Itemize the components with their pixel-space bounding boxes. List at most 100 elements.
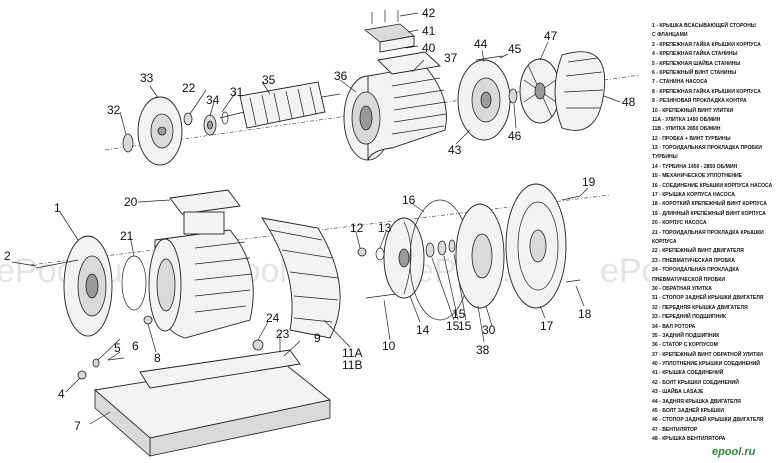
legend-item: 14 - ТУРБИНА 1450 - 2850 ОБ/МИН <box>652 163 738 170</box>
legend-item: 48 - КРЫШКА ВЕНТИЛЯТОРА <box>652 436 726 443</box>
part-30-inner <box>471 233 493 279</box>
part-15-seal <box>425 242 435 258</box>
legend-item: КОРПУСА <box>652 238 677 245</box>
callout-15: 15 <box>452 307 466 321</box>
part-20-pump-body <box>148 189 254 339</box>
legend-item: ПНЕВМАТИЧЕСКОЙ ПРОБКИ <box>652 276 726 283</box>
callout-9: 9 <box>314 331 321 345</box>
callout-12: 12 <box>350 221 364 235</box>
callout-13: 13 <box>378 221 392 235</box>
legend-item: 33 - ПЕРЕДНИЙ ПОДШИПНИК <box>652 314 727 321</box>
legend-item: 31 - СТОПОР ЗАДНЕЙ КРЫШКИ ДВИГАТЕЛЯ <box>652 295 764 302</box>
callout-15: 15 <box>446 319 460 333</box>
legend-item: 8 - КРЕПЕЖНАЯ ГАЙКА КРЫШКИ КОРПУСА <box>652 88 761 95</box>
legend-item: 11B - УЛИТКА 2850 ОБ/МИН <box>652 126 721 133</box>
legend-item: 2 - КРЕПЕЖНАЯ ГАЙКА КРЫШКИ КОРПУСА <box>652 41 761 48</box>
watermark-text: ePool.ru <box>600 252 650 290</box>
callout-4: 4 <box>58 387 65 401</box>
legend-item: 15 - МЕХАНИЧЕСКОЕ УПЛОТНЕНИЕ <box>652 173 743 180</box>
part-10-screw <box>365 293 397 299</box>
callout-32: 32 <box>107 103 121 117</box>
legend-item: 41 - КРЫШКА СОЕДИНЕНИЙ <box>652 370 724 377</box>
part-32-ring <box>122 133 134 153</box>
part-13-oring <box>375 247 385 261</box>
part-12-plug <box>357 247 367 257</box>
parts-legend: 1 - КРЫШКА ВСАСЫВАЮЩЕЙ СТОРОНЫ С ФЛАНЦАМИ… <box>652 22 778 445</box>
legend-item: 30 - ОБРАТНАЯ УЛИТКА <box>652 285 712 292</box>
legend-item: 17 - КРЫШКА КОРПУСА НАСОСА <box>652 192 735 199</box>
callout-40: 40 <box>422 41 436 55</box>
pump-exploded-drawing: ePool.ru ePool.ru ePool.ru ePool.ru <box>0 6 650 457</box>
part-5-washer <box>92 358 100 368</box>
callout-11b: 11B <box>342 358 362 372</box>
callout-labels: 1 2 4 5 6 7 8 9 10 11A 11B 12 13 14 15 1… <box>4 6 636 433</box>
legend-item: 22 - КРЕПЕЖНЫЙ ВИНТ ДВИГАТЕЛЯ <box>652 248 744 255</box>
legend-item: 16 - СОЕДИНЕНИЕ КРЫШКИ КОРПУСА НАСОСА <box>652 182 773 189</box>
legend-item: 44 - ЗАДНЯЯ КРЫШКА ДВИГАТЕЛЯ <box>652 398 741 405</box>
callout-23: 23 <box>276 327 290 341</box>
callout-10: 10 <box>382 339 396 353</box>
legend-item: 35 - ЗАДНИЙ ПОДШИПНИК <box>652 332 720 339</box>
legend-item: 4 - КРЕПЕЖНАЯ ГАЙКА СТАНИНЫ <box>652 51 738 58</box>
callout-47: 47 <box>544 29 558 43</box>
legend-item: 10 - КРЕПЕЖНЫЙ ВИНТ УЛИТКИ <box>652 107 734 114</box>
callout-11a: 11A <box>342 346 362 360</box>
callout-7: 7 <box>74 419 81 433</box>
callout-30: 30 <box>482 323 496 337</box>
part-14-impeller <box>383 217 425 299</box>
callout-41: 41 <box>422 24 436 38</box>
callout-24: 24 <box>266 311 280 325</box>
part-22-motor-bolt <box>183 112 193 126</box>
legend-item: 46 - СТОПОР ЗАДНЕЙ КРЫШКИ ДВИГАТЕЛЯ <box>652 417 764 424</box>
legend-item: 24 - ТОРОИДАЛЬНАЯ ПРОКЛАДКА <box>652 267 740 274</box>
legend-item: 1 - КРЫШКА ВСАСЫВАЮЩЕЙ СТОРОНЫ <box>652 23 756 29</box>
callout-42: 42 <box>422 6 436 20</box>
legend-item: 9 - РЕЗИНОВАЯ ПРОКЛАДКА КОНТРА <box>652 98 747 105</box>
callout-44: 44 <box>474 37 488 51</box>
legend-item: 34 - ВАЛ РОТОРА <box>652 323 696 330</box>
callout-31: 31 <box>230 85 244 99</box>
part-44-rear-cover <box>457 59 511 141</box>
callout-43: 43 <box>448 143 462 157</box>
callout-17: 17 <box>540 319 554 333</box>
callout-14: 14 <box>416 323 430 337</box>
callout-46: 46 <box>508 129 522 143</box>
part-45-bolt <box>475 55 503 61</box>
part-48-fan-cover <box>554 51 606 131</box>
callout-34: 34 <box>206 93 220 107</box>
callout-21: 21 <box>120 229 134 243</box>
part-7-base <box>93 349 332 457</box>
legend-item: 12 - ПРОБКА + ВИНТ ТУРБИНЫ <box>652 135 731 142</box>
part-2-nut <box>35 259 79 269</box>
leader-lines <box>11 12 621 425</box>
callout-2: 2 <box>4 249 11 263</box>
callout-8: 8 <box>154 351 161 365</box>
legend-item: 7 - СТАНИНА НАСОСА <box>652 79 708 86</box>
part-36-stator <box>343 65 447 161</box>
legend-item: 21 - ТОРОИДАЛЬНАЯ ПРОКЛАДКА КРЫШКИ <box>652 229 764 236</box>
callout-37: 37 <box>444 51 458 65</box>
legend-item: 5 - КРЕПЕЖНАЯ ШАЙБА СТАНИНЫ <box>652 60 741 67</box>
part-8-nut <box>143 315 153 325</box>
callout-18: 18 <box>578 307 592 321</box>
brand-logo: epool.ru <box>712 446 756 458</box>
legend-item: 20 - КОРПУС НАСОСА <box>652 220 707 227</box>
legend-item: 11A - УЛИТКА 1450 ОБ/МИН <box>652 116 721 123</box>
callout-5: 5 <box>114 341 121 355</box>
legend-item: 18 - КОРОТКИЙ КРЕПЕЖНЫЙ ВИНТ КОРПУСА <box>652 201 767 208</box>
callout-33: 33 <box>140 71 154 85</box>
part-1-suction-cover <box>63 235 113 337</box>
callout-6: 6 <box>132 339 139 353</box>
legend-item: 6 - КРЕПЕЖНЫЙ ВИНТ СТАНИНЫ <box>652 69 737 76</box>
part-31-lock <box>221 111 229 125</box>
legend-item: 47 - ВЕНТИЛЯТОР <box>652 426 698 433</box>
part-15-seal <box>448 239 456 253</box>
callout-16: 16 <box>402 193 416 207</box>
part-47-fan <box>519 58 561 124</box>
legend-item: С ФЛАНЦАМИ <box>652 32 688 39</box>
callout-38: 38 <box>476 343 490 357</box>
part-35-rotor <box>219 81 341 129</box>
part-24-plug-gasket <box>252 339 264 351</box>
callout-15: 15 <box>458 319 472 333</box>
